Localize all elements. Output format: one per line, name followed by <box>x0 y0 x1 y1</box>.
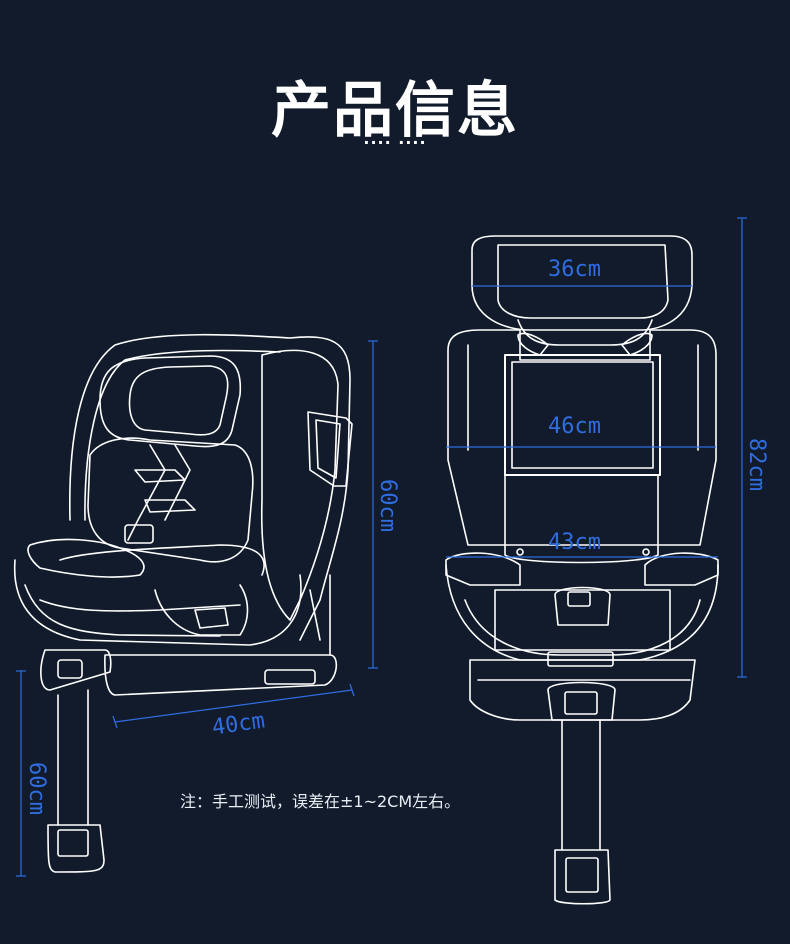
front-leg-foot <box>554 849 611 905</box>
front-headrest-inner <box>497 244 669 319</box>
side-buckle <box>124 524 154 544</box>
side-base-body <box>39 599 241 612</box>
front-seat-cushion <box>494 589 671 651</box>
side-isofix-latch <box>264 669 316 685</box>
front-leg-hinge <box>547 681 616 721</box>
side-headrest <box>99 355 242 448</box>
side-back-cushion <box>87 437 254 563</box>
side-isofix-base <box>104 654 338 696</box>
dim-label-seat: 43cm <box>548 530 601 555</box>
front-seat-wings <box>445 552 521 586</box>
front-seat-plate <box>547 651 614 667</box>
dim-label-overall-height: 82cm <box>743 438 769 491</box>
dim-label-side-height: 60cm <box>374 479 400 532</box>
side-shell-inner <box>84 349 281 521</box>
page-title: 产品信息 <box>271 76 519 146</box>
title-ornament: ···· ···· <box>363 133 427 152</box>
front-headrest <box>471 235 693 331</box>
front-headrest-clip-right <box>621 332 653 356</box>
side-view-seat <box>13 333 353 873</box>
side-wing <box>260 349 339 621</box>
dimension-lines <box>16 217 747 877</box>
front-support-leg <box>561 719 601 851</box>
dim-label-headrest: 36cm <box>548 257 601 282</box>
side-harness-strap <box>127 444 166 541</box>
side-support-leg <box>57 689 89 826</box>
dim-line-depth <box>114 689 353 723</box>
side-wing-panel <box>307 411 353 487</box>
dim-label-leg-height: 60cm <box>23 762 49 815</box>
side-leg-foot <box>47 824 105 873</box>
front-buckle <box>554 586 611 626</box>
side-headrest-inner <box>128 365 229 436</box>
side-base-shell <box>13 559 302 646</box>
front-seat-shell <box>445 564 719 661</box>
measurement-note: 注：手工测试，误差在±1~2CM左右。 <box>180 792 461 811</box>
front-view-seat <box>445 235 719 905</box>
side-seat-cushion <box>27 538 145 578</box>
front-back-shell <box>447 329 717 546</box>
dim-label-back: 46cm <box>548 414 601 439</box>
side-shell-outer <box>68 333 351 641</box>
side-leg-arm <box>40 649 112 691</box>
front-headrest-clip-left <box>517 332 549 356</box>
front-back-panel <box>504 354 661 476</box>
front-base <box>469 659 696 721</box>
